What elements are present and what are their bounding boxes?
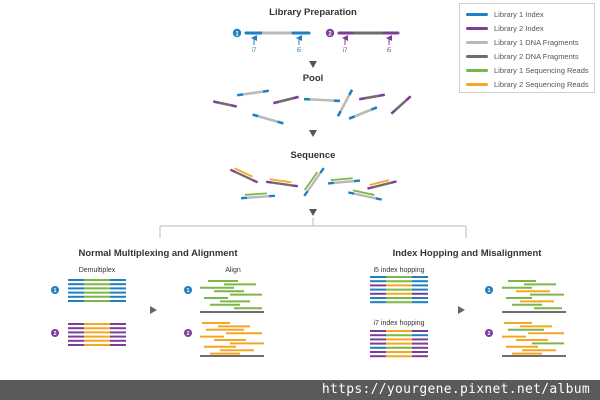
lib2-i5-label: i5 xyxy=(387,48,392,54)
legend-swatch xyxy=(466,69,488,72)
library-2-construct: 2 i7 i5 xyxy=(325,28,400,54)
legend-label: Library 1 DNA Fragments xyxy=(494,38,579,47)
sequenced-fragment xyxy=(303,167,325,197)
legend-swatch xyxy=(466,41,488,44)
sequenced-fragment xyxy=(348,189,382,201)
title-index-hopping: Index Hopping and Misalignment xyxy=(393,248,543,259)
panel-arrow-right xyxy=(458,306,465,314)
flow-arrow-2 xyxy=(309,130,317,137)
split-bracket xyxy=(159,218,467,238)
library-badge xyxy=(485,286,493,294)
badge-library-1-label: 1 xyxy=(235,32,239,38)
legend-item-library-1-index: Library 1 Index xyxy=(466,9,594,20)
sequenced-fragment xyxy=(240,192,276,200)
sequenced-fragment xyxy=(367,179,397,190)
library-badge-label: 2 xyxy=(53,331,56,337)
library-badge-label: 1 xyxy=(186,288,189,294)
misaligned-library-1-reads xyxy=(502,280,566,313)
badge-library-2-label: 2 xyxy=(328,32,332,38)
pool-fragment xyxy=(236,89,270,97)
badge-library-2 xyxy=(325,28,335,38)
flow-arrow-1 xyxy=(309,61,317,68)
aligned-library-1-reads xyxy=(200,280,264,313)
sequenced-fragment xyxy=(265,178,299,188)
title-normal-multiplexing: Normal Multiplexing and Alignment xyxy=(78,248,238,259)
label-i5-index-hopping: i5 index hopping xyxy=(374,267,425,274)
label-align: Align xyxy=(225,267,241,274)
pool-fragment xyxy=(390,95,412,115)
flow-arrow-3 xyxy=(309,209,317,216)
library-badge-label: 2 xyxy=(487,331,490,337)
legend-swatch xyxy=(466,83,488,86)
pool-fragment xyxy=(358,93,386,101)
title-library-preparation: Library Preparation xyxy=(269,7,357,18)
pool-fragment xyxy=(303,97,341,103)
lib1-i7-label: i7 xyxy=(252,48,257,54)
library-badge xyxy=(51,286,59,294)
badge-library-1 xyxy=(232,28,242,38)
library-badge xyxy=(51,329,59,337)
demultiplexed-library-2-reads xyxy=(68,323,126,346)
library-badge-label: 1 xyxy=(53,288,56,294)
legend-label: Library 2 Sequencing Reads xyxy=(494,80,589,89)
pool-fragment xyxy=(348,106,378,120)
legend-item-library-1-fragments: Library 1 DNA Fragments xyxy=(466,37,594,48)
legend-item-library-1-reads: Library 1 Sequencing Reads xyxy=(466,65,594,76)
demultiplexed-library-1-reads xyxy=(68,279,126,302)
i5-hopping-reads xyxy=(370,276,428,304)
legend-item-library-2-fragments: Library 2 DNA Fragments xyxy=(466,51,594,62)
lib1-i5-label: i5 xyxy=(297,48,302,54)
watermark-url: https://yourgene.pixnet.net/album xyxy=(321,382,590,397)
legend-item-library-2-reads: Library 2 Sequencing Reads xyxy=(466,79,594,90)
library-badge xyxy=(184,286,192,294)
legend-label: Library 2 Index xyxy=(494,24,544,33)
library-badge xyxy=(485,329,493,337)
pool-fragment xyxy=(252,113,284,125)
title-pool: Pool xyxy=(303,73,324,84)
pool-fragments xyxy=(212,89,412,125)
sequenced-fragment xyxy=(229,167,259,184)
legend-swatch xyxy=(466,27,488,30)
misaligned-library-2-reads xyxy=(502,322,566,357)
library-badge-label: 2 xyxy=(186,331,189,337)
i7-hopping-reads xyxy=(370,330,428,358)
label-demultiplex: Demultiplex xyxy=(79,267,116,274)
lib2-i7-label: i7 xyxy=(343,48,348,54)
library-badge-label: 1 xyxy=(487,288,490,294)
watermark-bar: https://yourgene.pixnet.net/album xyxy=(0,380,600,400)
pool-fragment xyxy=(212,100,238,108)
aligned-library-2-reads xyxy=(200,322,264,357)
library-badges: 1 2 1 2 1 2 xyxy=(51,286,493,337)
library-1-construct: 1 i7 i5 xyxy=(232,28,311,54)
sequenced-fragment xyxy=(327,177,361,185)
pool-fragment xyxy=(336,89,354,117)
title-sequence: Sequence xyxy=(291,150,336,161)
legend-item-library-2-index: Library 2 Index xyxy=(466,23,594,34)
pool-fragment xyxy=(273,95,299,105)
legend-label: Library 1 Index xyxy=(494,10,544,19)
legend-label: Library 1 Sequencing Reads xyxy=(494,66,589,75)
panel-arrow-left xyxy=(150,306,157,314)
legend-label: Library 2 DNA Fragments xyxy=(494,52,579,61)
library-badge xyxy=(184,329,192,337)
label-i7-index-hopping: i7 index hopping xyxy=(374,320,425,327)
legend-swatch xyxy=(466,55,488,58)
sequenced-fragments xyxy=(229,167,397,201)
legend-swatch xyxy=(466,13,488,16)
legend: Library 1 Index Library 2 Index Library … xyxy=(459,3,595,93)
